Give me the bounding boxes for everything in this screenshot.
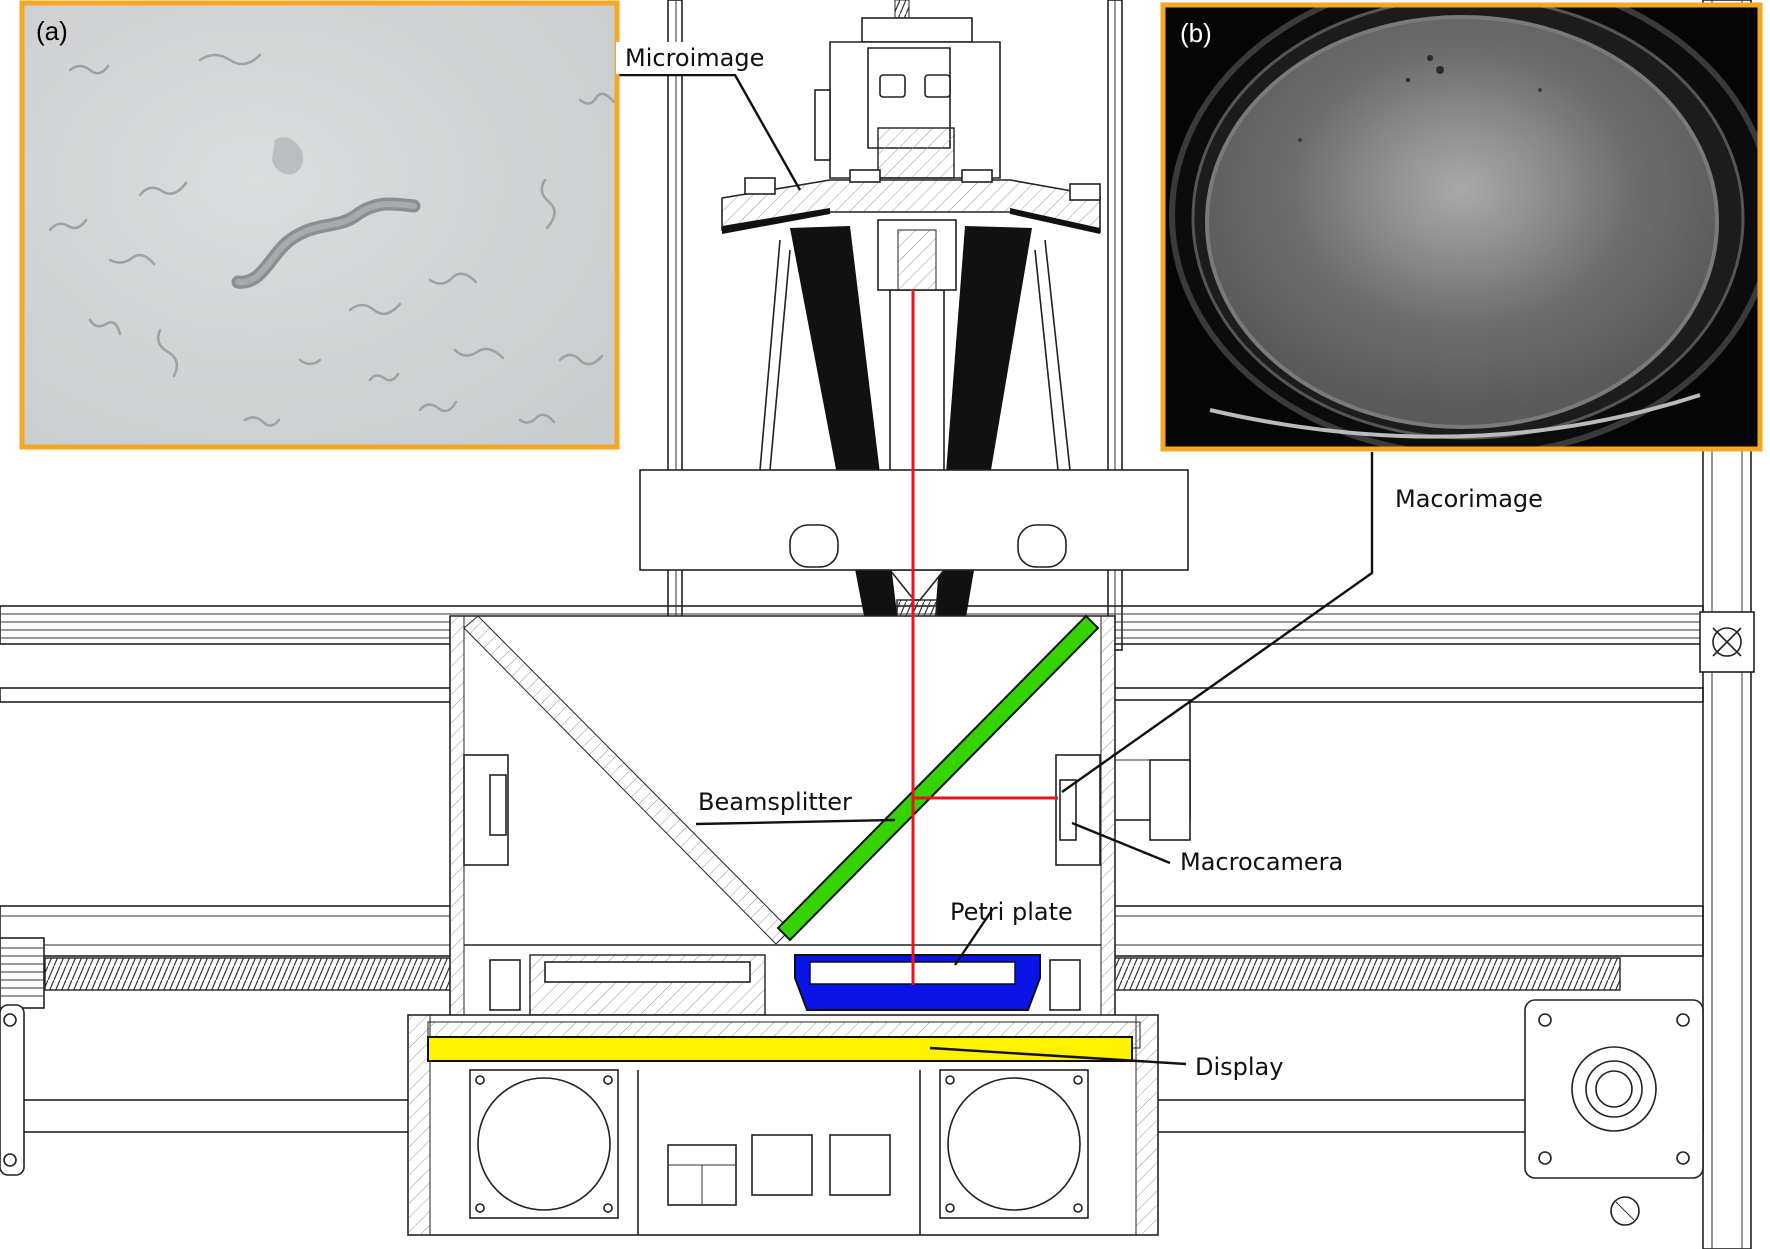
right-motor [1524,999,1704,1226]
pulley [0,937,45,1009]
panel-a-microimage: (a) [19,0,620,450]
label-petri-plate: Petri plate [950,898,1073,926]
label-microimage: Microimage [625,44,764,72]
panel-b-label: (b) [1180,18,1212,48]
beamsplitter-glass [776,614,1100,942]
label-display: Display [1195,1053,1283,1081]
panel-b-macroimage: (b) [1160,2,1763,452]
label-macrocamera: Macrocamera [1180,848,1343,876]
display-panel [427,1036,1133,1062]
leader-lines [619,73,1374,1066]
panel-a-label: (a) [36,16,68,46]
light-path [911,290,1058,985]
petri-image [1169,5,1760,449]
worm-image [48,53,616,427]
petri-plate-shape [794,954,1041,1011]
left-motor [0,1004,25,1176]
label-beamsplitter: Beamsplitter [698,788,852,816]
label-macroimage: Macorimage [1395,485,1543,513]
enclosure [407,615,1159,1236]
